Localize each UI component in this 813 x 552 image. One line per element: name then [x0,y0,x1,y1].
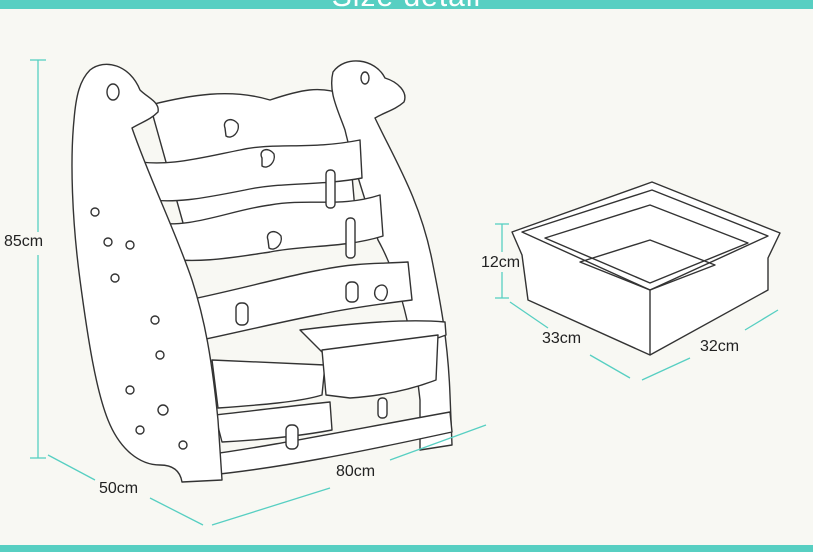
bin-length-dimension-label: 33cm [542,330,582,347]
page-title: Size detail [0,0,813,9]
depth-dimension-label: 50cm [99,480,139,497]
height-dimension-label: 85cm [4,233,44,250]
storage-bin-drawing [511,181,781,356]
width-dimension-label: 80cm [336,463,376,480]
dimension-lines [30,59,779,526]
header-bar: Size detail [0,0,813,9]
footer-bar [0,545,813,552]
bin-width-dimension-label: 32cm [700,338,740,355]
bookshelf-drawing [71,60,453,483]
bin-height-dimension-label: 12cm [481,254,521,271]
